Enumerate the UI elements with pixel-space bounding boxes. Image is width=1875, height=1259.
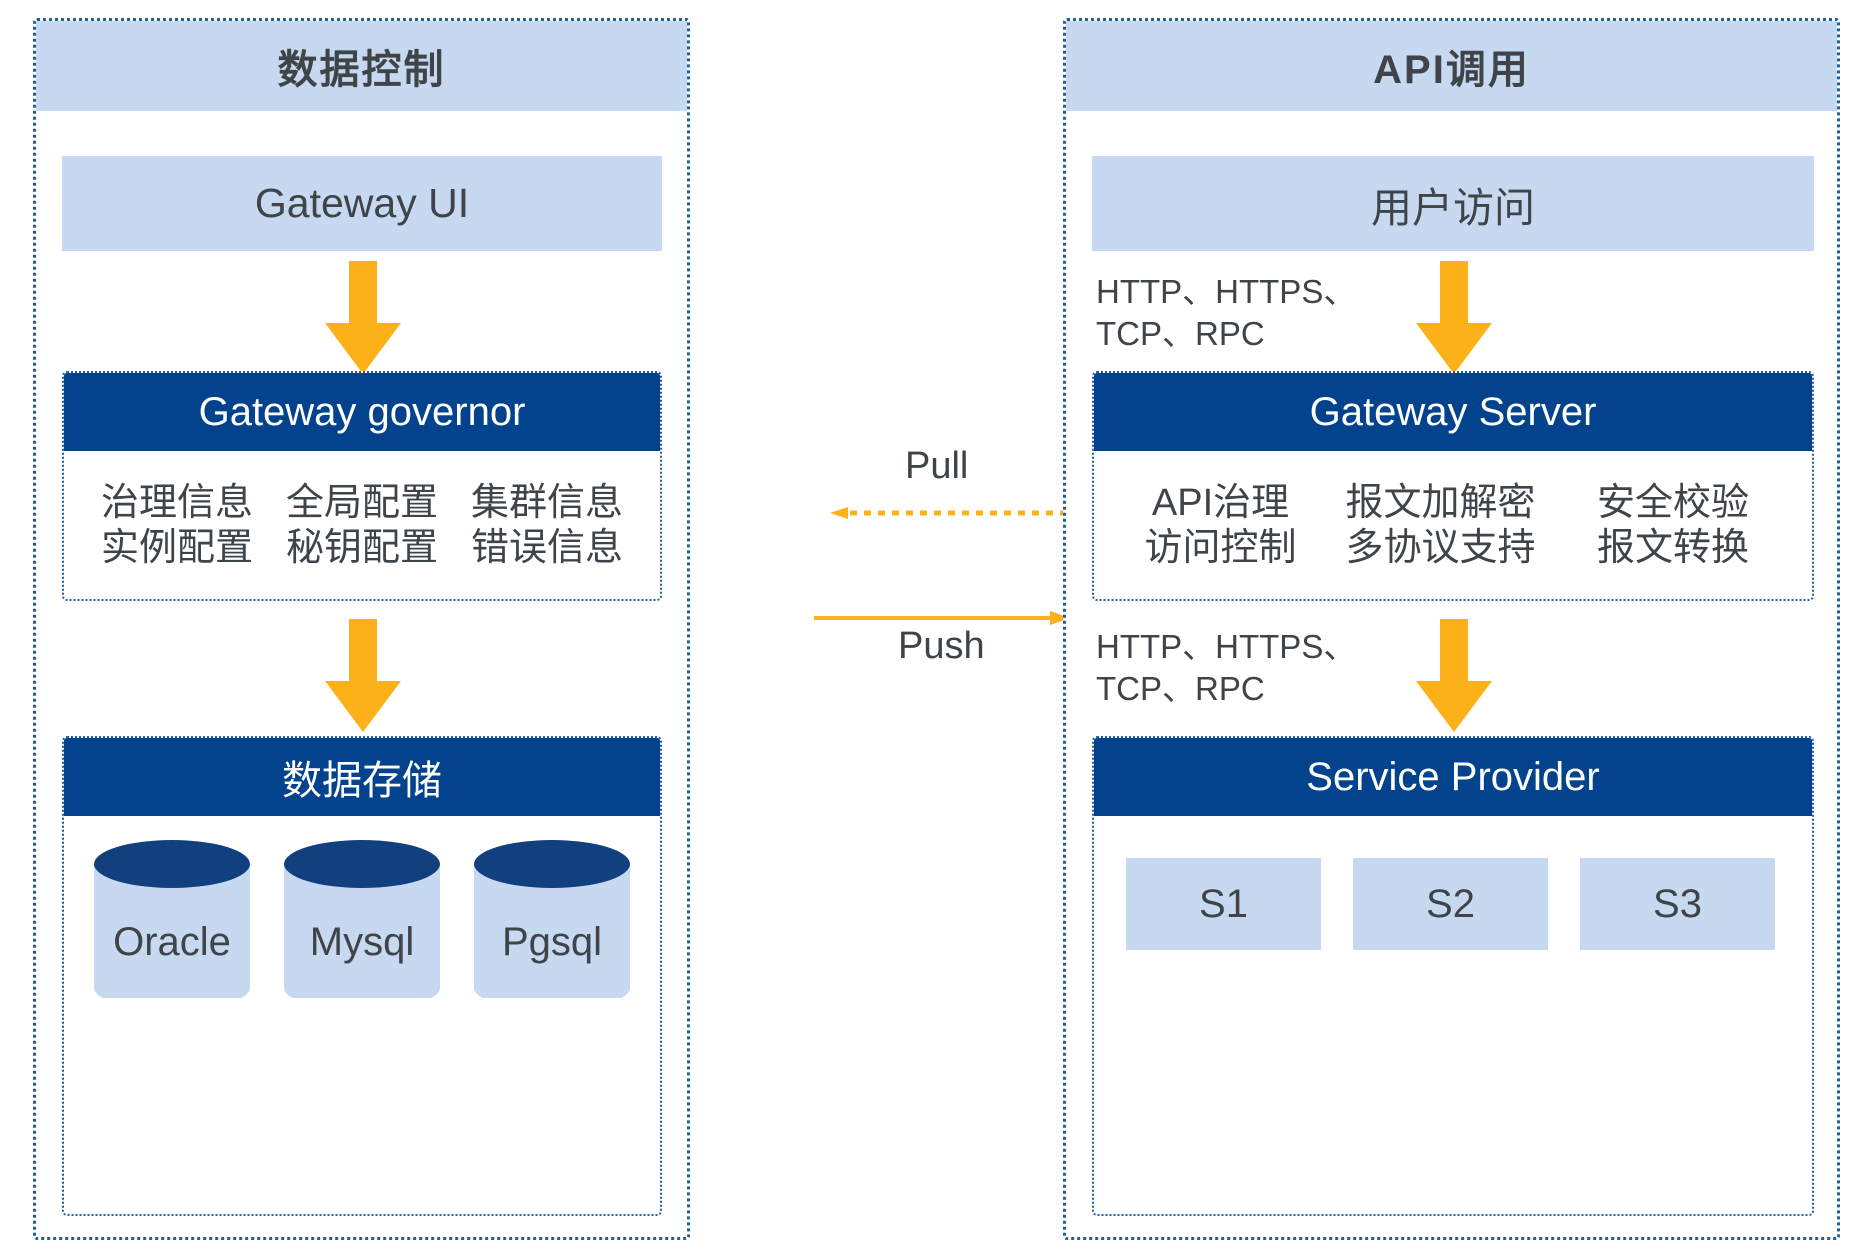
gateway-ui-label: Gateway UI [254, 180, 470, 226]
arrow-ui-to-governor [323, 261, 403, 381]
database-label-oracle: Oracle [113, 920, 231, 964]
database-cylinder-mysql[interactable]: Mysql [282, 838, 442, 1010]
gateway-server-header: Gateway Server [1094, 373, 1812, 451]
governor-feature-2: 全局配置 [285, 482, 438, 525]
governor-feature-6: 错误信息 [470, 527, 623, 569]
service-box-s2[interactable]: S2 [1353, 858, 1548, 950]
service-label-s1: S1 [1199, 881, 1248, 926]
arrow-gateway-to-provider [1414, 619, 1494, 739]
gateway-server-feature-2: 报文加解密 [1345, 482, 1536, 525]
governor-feature-4: 实例配置 [100, 527, 253, 569]
gateway-server-feature-3: 安全校验 [1596, 482, 1749, 525]
protocol-caption-top: HTTP、HTTPS、 TCP、RPC [1096, 273, 1357, 352]
service-provider-block[interactable]: Service Provider S1 S2 S3 [1092, 736, 1814, 1216]
service-label-s2: S2 [1426, 881, 1475, 926]
database-cylinder-pgsql[interactable]: Pgsql [472, 838, 632, 1010]
user-access-box[interactable]: 用户访问 [1092, 156, 1814, 251]
service-provider-header: Service Provider [1094, 738, 1812, 816]
pull-label: Pull [905, 445, 969, 487]
database-label-mysql: Mysql [309, 920, 415, 964]
governor-feature-row-1: 治理信息 全局配置 集群信息 [85, 481, 640, 526]
gateway-server-block[interactable]: Gateway Server API治理 报文加解密 安全校验 访问控制 多协议… [1092, 371, 1814, 601]
pull-arrow [826, 506, 1086, 520]
arrow-governor-to-storage [323, 619, 403, 739]
service-box-s3[interactable]: S3 [1580, 858, 1775, 950]
data-storage-header: 数据存储 [64, 738, 660, 816]
data-storage-block[interactable]: 数据存储 Oracle Mysql [62, 736, 662, 1216]
gateway-governor-block[interactable]: Gateway governor 治理信息 全局配置 集群信息 实例配置 秘钥配… [62, 371, 662, 601]
database-label-pgsql: Pgsql [501, 920, 603, 964]
service-box-s1[interactable]: S1 [1126, 858, 1321, 950]
governor-feature-1: 治理信息 [100, 482, 253, 525]
gateway-server-feature-5: 多协议支持 [1345, 527, 1536, 569]
gateway-server-feature-4: 访问控制 [1144, 527, 1297, 569]
panel-right-title: API调用 [1066, 21, 1837, 111]
gateway-server-feature-6: 报文转换 [1596, 527, 1749, 569]
governor-feature-5: 秘钥配置 [285, 527, 438, 569]
panel-api-call: API调用 用户访问 HTTP、HTTPS、 TCP、RPC Gateway S… [1063, 18, 1840, 1240]
database-cylinder-oracle[interactable]: Oracle [92, 838, 252, 1010]
gateway-server-feature-1: API治理 [1151, 482, 1290, 525]
panel-left-title: 数据控制 [36, 21, 687, 111]
gateway-server-feature-row-1: API治理 报文加解密 安全校验 [1121, 481, 1786, 526]
panel-data-control: 数据控制 Gateway UI Gateway governor 治理信息 全局… [33, 18, 690, 1240]
push-label: Push [898, 625, 985, 667]
gateway-governor-header: Gateway governor [64, 373, 660, 451]
governor-feature-row-2: 实例配置 秘钥配置 错误信息 [85, 526, 640, 571]
user-access-label: 用户访问 [1371, 184, 1535, 231]
gateway-server-feature-row-2: 访问控制 多协议支持 报文转换 [1121, 526, 1786, 571]
arrow-user-to-gateway [1414, 261, 1494, 381]
service-label-s3: S3 [1653, 881, 1702, 926]
governor-feature-3: 集群信息 [470, 482, 623, 525]
push-arrow [812, 610, 1072, 626]
protocol-caption-bottom: HTTP、HTTPS、 TCP、RPC [1096, 628, 1357, 707]
gateway-ui-box[interactable]: Gateway UI [62, 156, 662, 251]
